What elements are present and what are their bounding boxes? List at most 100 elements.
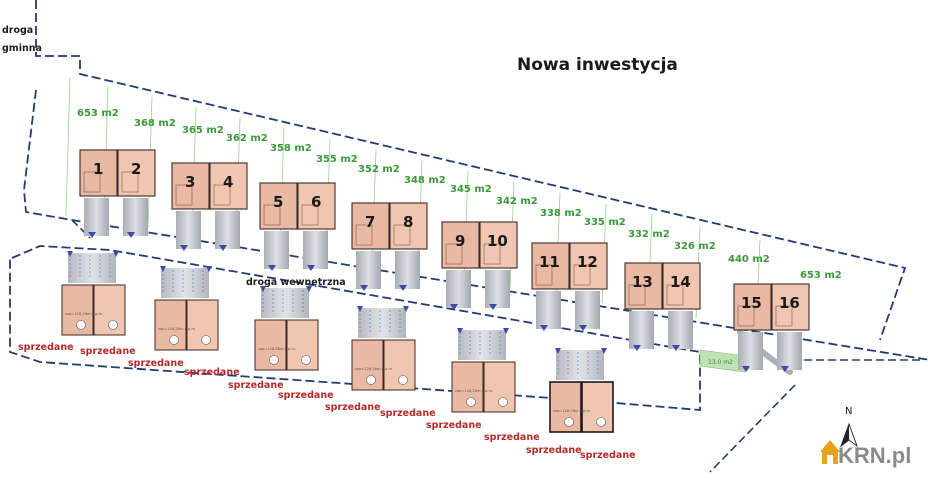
plot-area-label: 355 m2 [316,154,358,165]
internal-road-label: droga wewnętrzna [246,277,346,288]
page-title: Nowa inwestycja [517,55,678,75]
entrance-arrow-icon [160,266,166,272]
driveway [668,311,693,349]
utility-marker-icon [301,355,311,365]
house-unit [531,242,570,290]
north-label: N [845,406,852,417]
entrance-arrow-icon [450,304,458,310]
sold-label: sprzedane [380,408,436,419]
unit-number: 8 [403,213,413,231]
unit-number: 3 [185,173,195,191]
unit-number: 4 [223,173,233,191]
house-unit [79,149,118,197]
plot-area-label: 342 m2 [496,196,538,207]
sold-label: sprzedane [526,445,582,456]
plot-divider [65,77,71,216]
sold-label: sprzedane [228,380,284,391]
level-note: zap=128,28m n.p.m. [455,389,493,393]
level-note: zap=128,28m n.p.m. [355,367,393,371]
north-arrow-icon [840,422,858,448]
sold-label: sprzedane [325,402,381,413]
entrance-arrow-icon [781,366,789,372]
entrance-arrow-icon [360,285,368,291]
house-unit [209,162,248,210]
unit-number: 1 [93,160,103,178]
unit-number: 2 [131,160,141,178]
entrance-arrow-icon [88,232,96,238]
upper-parcel-boundary [35,0,907,341]
plot-area-label: 653 m2 [77,108,119,119]
plot-area-label: 440 m2 [728,254,770,265]
house-unit [441,221,480,269]
driveway [629,311,654,349]
level-note: zap=128,28m n.p.m. [158,327,196,331]
entrance-arrow-icon [601,348,607,354]
utility-marker-icon [366,375,376,385]
south-east-boundary [709,384,796,473]
house-unit [733,283,772,331]
sold-label: sprzedane [80,346,136,357]
watermark-text: KRN.pl [838,443,911,468]
driveway [395,251,420,289]
utility-marker-icon [169,335,179,345]
plot-area-label: 348 m2 [404,175,446,186]
utility-marker-icon [596,417,606,427]
sold-label: sprzedane [426,420,482,431]
unit-number: 14 [670,273,691,291]
driveway [215,211,240,249]
unit-number: 13 [632,273,653,291]
level-note: zap=128,28m n.p.m. [258,347,296,351]
sold-label: sprzedane [184,367,240,378]
strip-label: 13.0 m2 [708,359,733,366]
unit-number: 7 [365,213,375,231]
house-unit [389,202,428,250]
upper-driveways [84,198,802,372]
house-unit [259,182,298,230]
krn-logo-watermark: KRN.pl [820,440,911,468]
entrance-arrow-icon [307,265,315,271]
house-unit [569,242,608,290]
driveway [358,308,406,338]
entrance-arrow-icon [268,265,276,271]
utility-marker-icon [108,320,118,330]
sold-label: sprzedane [484,432,540,443]
entrance-arrow-icon [260,286,266,292]
house-unit [297,182,336,230]
driveway [176,211,201,249]
driveway [446,270,471,308]
entrance-arrow-icon [113,251,119,257]
entrance-arrow-icon [357,306,363,312]
unit-number: 12 [577,253,598,271]
utility-marker-icon [201,335,211,345]
driveway [68,253,116,283]
plot-area-label: 338 m2 [540,208,582,219]
entrance-arrow-icon [489,304,497,310]
plot-area-label: 362 m2 [226,133,268,144]
entrance-arrow-icon [742,366,750,372]
driveway [84,198,109,236]
entrance-arrow-icon [67,251,73,257]
public-road-label-line1: droga [2,25,33,36]
entrance-arrow-icon [672,345,680,351]
entrance-arrow-icon [555,348,561,354]
driveway [536,291,561,329]
internal-road-boundary [71,219,91,239]
house-unit [479,221,518,269]
driveway [161,268,209,298]
unit-number: 10 [487,232,508,250]
house-unit [171,162,210,210]
driveway [575,291,600,329]
green-strip [699,349,746,373]
unit-number: 11 [539,253,560,271]
entrance-arrow-icon [306,286,312,292]
entrance-arrow-icon [219,245,227,251]
driveway [261,288,309,318]
entrance-arrow-icon [180,245,188,251]
entrance-arrow-icon [503,328,509,334]
plot-area-label: 653 m2 [800,270,842,281]
driveway [264,231,289,269]
